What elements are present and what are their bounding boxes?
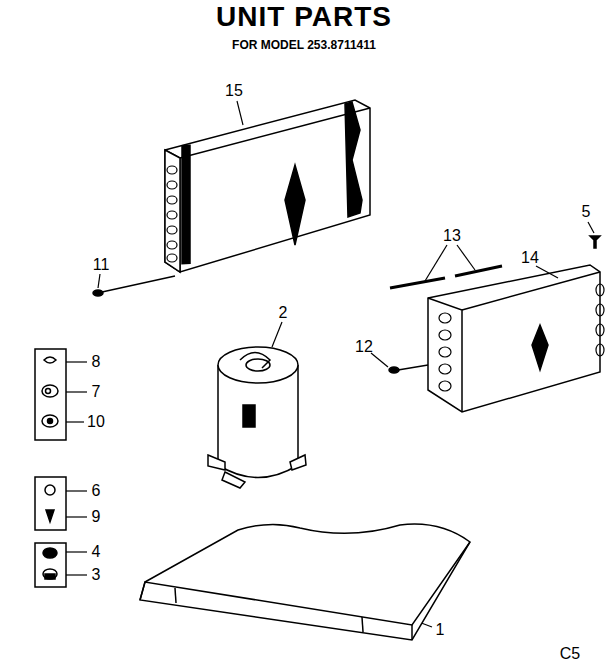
base-pan xyxy=(140,524,470,640)
callout-number: 6 xyxy=(92,483,101,499)
rods xyxy=(390,266,502,288)
callout-number: 13 xyxy=(443,228,461,244)
callout-number: 4 xyxy=(92,544,101,560)
callout-number: 8 xyxy=(92,354,101,370)
screw xyxy=(590,236,600,248)
condenser-coil xyxy=(93,100,370,296)
callout-number: 12 xyxy=(355,339,373,355)
callout-number: 7 xyxy=(92,384,101,400)
model-subtitle: FOR MODEL 253.8711411 xyxy=(232,39,376,51)
evaporator-coil xyxy=(389,265,604,412)
drawing-code: C5 xyxy=(560,646,580,662)
callout-number: 9 xyxy=(92,509,101,525)
diagram-title: UNIT PARTS xyxy=(216,3,392,31)
callout-number: 3 xyxy=(92,567,101,583)
callout-number: 11 xyxy=(93,257,110,273)
callout-number: 2 xyxy=(279,305,288,321)
callout-number: 1 xyxy=(436,622,445,638)
callout-number: 5 xyxy=(582,204,591,220)
parts-boxes xyxy=(35,349,66,587)
callout-number: 10 xyxy=(87,414,105,430)
callout-number: 15 xyxy=(225,83,243,99)
callout-number: 14 xyxy=(521,250,539,266)
compressor xyxy=(208,347,306,488)
